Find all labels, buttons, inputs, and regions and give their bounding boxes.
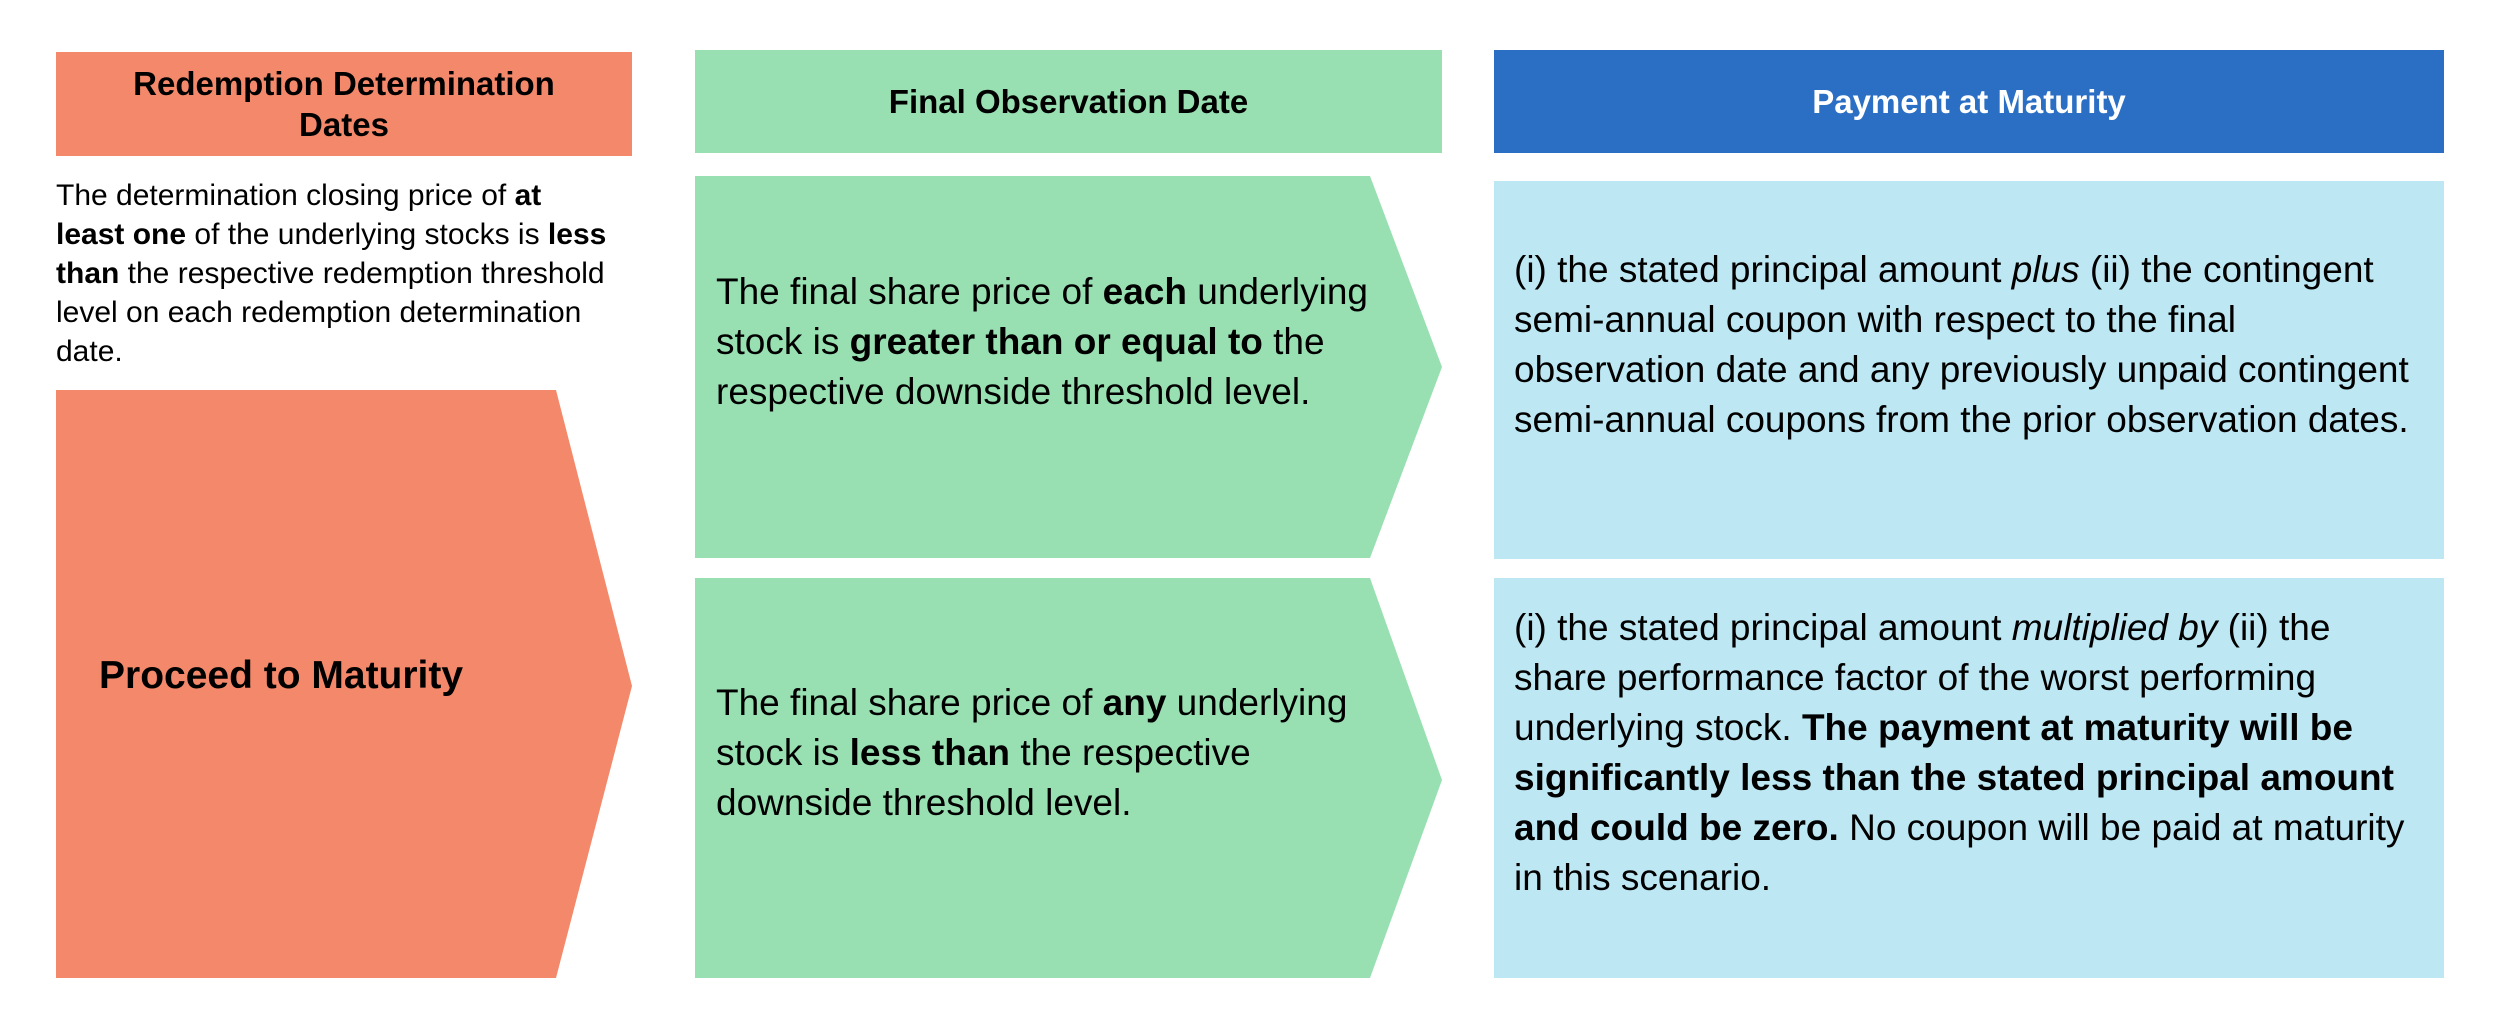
col3-bottom-part3: No coupon will be paid at maturity in th… xyxy=(1514,807,2405,898)
col1-desc-bold1: at least one xyxy=(56,179,542,251)
col3-bottom-part2: (ii) the share performance factor of the… xyxy=(1514,607,2331,748)
col2-top-part2: underlying stock is xyxy=(716,271,1368,362)
col1-desc-bold2: less than xyxy=(56,218,607,290)
col3-top-part1: (i) the stated principal amount xyxy=(1514,249,2012,290)
col3-top-box xyxy=(1494,181,2444,559)
col3-header-text: Payment at Maturity xyxy=(1812,82,2126,120)
col1-desc-part3: the respective redemption threshold leve… xyxy=(56,257,605,368)
col2-bottom-bold1: any xyxy=(1102,682,1167,723)
col3-bottom-italic1: multiplied by xyxy=(2011,607,2218,648)
col1-header-line2: Dates xyxy=(299,106,389,143)
col3-top-italic1: plus xyxy=(2011,249,2080,290)
col2-top-arrow xyxy=(695,176,1442,558)
payment-at-maturity-top: (i) the stated principal amount plus (ii… xyxy=(1514,245,2429,445)
col3-header-box xyxy=(1494,50,2444,153)
col3-bottom-part1: (i) the stated principal amount xyxy=(1514,607,2012,648)
col1-desc-part1: The determination closing price of xyxy=(56,179,515,212)
col3-bottom-box xyxy=(1494,578,2444,978)
final-observation-condition-top: The final share price of each underlying… xyxy=(716,267,1386,417)
col2-top-part3: the respective downside threshold level. xyxy=(716,321,1325,412)
col1-header-box xyxy=(56,52,632,156)
col2-bottom-part2: underlying stock is xyxy=(716,682,1348,773)
col1-header: Redemption Determination Dates xyxy=(56,52,632,156)
col2-top-bold2: greater than or equal to xyxy=(849,321,1263,362)
col3-top-part2: (ii) the contingent semi-annual coupon w… xyxy=(1514,249,2409,440)
col2-header-box xyxy=(695,50,1442,153)
col2-bottom-bold2: less than xyxy=(849,732,1011,773)
col2-top-part1: The final share price of xyxy=(716,271,1103,312)
col1-desc-part2: of the underlying stocks is xyxy=(186,218,548,251)
proceed-to-maturity-arrow xyxy=(56,390,632,978)
col2-bottom-part3: the respective downside threshold level. xyxy=(716,732,1251,823)
col2-bottom-arrow xyxy=(695,578,1442,978)
col3-bottom-bold1: The payment at maturity will be signific… xyxy=(1514,707,2394,848)
col2-bottom-part1: The final share price of xyxy=(716,682,1103,723)
col2-top-bold1: each xyxy=(1102,271,1187,312)
payment-at-maturity-bottom: (i) the stated principal amount multipli… xyxy=(1514,603,2429,903)
redemption-condition-text: The determination closing price of at le… xyxy=(56,176,616,371)
col2-header-text: Final Observation Date xyxy=(888,82,1249,120)
col2-header: Final Observation Date xyxy=(695,50,1442,153)
col1-header-line1: Redemption Determination xyxy=(133,65,555,102)
col3-header: Payment at Maturity xyxy=(1494,50,2444,153)
proceed-to-maturity-label: Proceed to Maturity xyxy=(99,654,464,697)
final-observation-condition-bottom: The final share price of any underlying … xyxy=(716,678,1366,828)
